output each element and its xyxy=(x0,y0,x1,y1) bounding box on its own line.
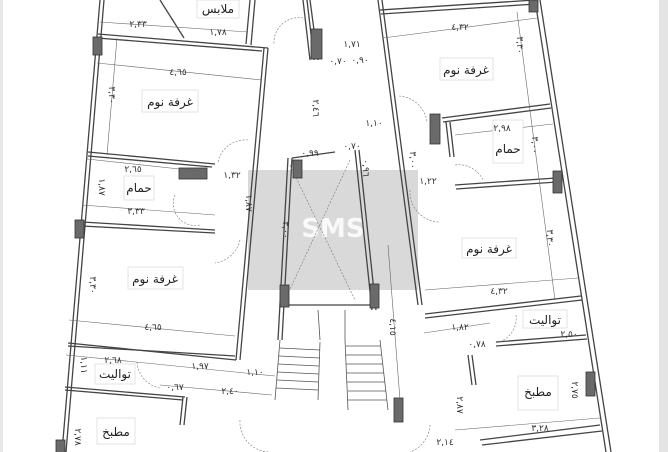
dim-label: ٢,٤٦ xyxy=(310,99,320,117)
dim-label: ١,٨٧ xyxy=(243,194,253,212)
dim-label: ٣,٢٨ xyxy=(531,424,549,434)
dim-label: ٠,٩٩ xyxy=(301,149,319,159)
room-label-kitchen: مطبخ xyxy=(524,385,552,399)
dim-label: ٢,٧٥ xyxy=(569,381,579,399)
left-edge xyxy=(0,0,3,452)
dimension-labels: ٢,٣٣ ١,٧٨ ٤,٦٥ ٣,٣٠ ٢,٦٥ ١,٣٢ ١,٨٧ ١,٨٧ … xyxy=(72,20,579,448)
room-label-toilet: تواليت xyxy=(99,367,131,382)
dim-label: ٢,٦٨ xyxy=(104,356,122,366)
dim-label: ٢,٥٠ xyxy=(560,330,577,340)
dim-label: ٤,١٥ xyxy=(387,318,397,336)
room-label-bathroom: حمام xyxy=(126,181,151,195)
dim-label: ١,٨٧ xyxy=(96,178,106,196)
dim-label: ١,٢٢ xyxy=(419,177,437,187)
dim-label: ٣,٠٠ xyxy=(529,136,539,153)
room-label-dressing: ملابس xyxy=(202,2,234,17)
dim-label: ١,٨٢ xyxy=(451,323,469,333)
dim-label: ٣,٣٠ xyxy=(514,36,524,53)
stairs xyxy=(274,159,389,411)
dim-label: ٤,٣٢ xyxy=(490,287,508,297)
dim-label: ٢,٧٨ xyxy=(72,428,82,446)
room-label-kitchen: مطبخ xyxy=(102,425,130,439)
dim-label: ١,٧٨ xyxy=(209,28,227,38)
dim-label: ٢,٨٧ xyxy=(454,396,464,414)
dim-label: ٠,٧٠ xyxy=(329,57,346,67)
dim-label: ٠,٩٠ xyxy=(351,56,368,66)
dim-label: ١,٧١ xyxy=(343,40,360,50)
dim-label: ٤,٦٥ xyxy=(144,323,162,333)
dim-label: ٢,٤٠ xyxy=(221,387,238,397)
dim-label: ٠,٩٦ xyxy=(360,159,370,177)
room-label-bedroom: غرفة نوم xyxy=(147,95,193,110)
room-label-bedroom: غرفة نوم xyxy=(443,63,489,78)
dim-label: ٠,٧٨ xyxy=(468,340,486,350)
dim-label: ٤,٦٥ xyxy=(169,68,187,78)
dim-label: ٢,٣٣ xyxy=(129,20,147,30)
dim-label: ٣,٠٠ xyxy=(280,221,290,238)
dim-label: ١,١٠ xyxy=(365,119,382,129)
dim-label: ٣,٠٠ xyxy=(407,151,417,168)
dim-label: ٣,٣٠ xyxy=(544,229,554,246)
dim-label: ٢,٦٥ xyxy=(124,165,142,175)
right-edge xyxy=(659,0,668,452)
dim-label: ٢,١٤ xyxy=(436,438,454,448)
room-label-toilet: تواليت xyxy=(529,313,561,328)
dim-label: ٤,٣٢ xyxy=(451,23,469,33)
dim-label: ٣,٣٠ xyxy=(87,276,97,293)
dim-label: ١,٩٧ xyxy=(191,362,209,372)
dimension-lines xyxy=(65,11,601,431)
walls xyxy=(61,0,612,452)
room-label-bathroom: حمام xyxy=(495,142,520,156)
watermark: SMS xyxy=(301,214,364,244)
dim-label: ١,٣٢ xyxy=(223,171,241,181)
dim-label: ١,١٠ xyxy=(246,368,263,378)
room-label-bedroom: غرفة نوم xyxy=(466,242,512,257)
dim-label: ٣,٣٣ xyxy=(127,207,145,217)
room-label-bedroom: غرفة نوم xyxy=(132,272,178,287)
dim-label: ١,١١ xyxy=(78,356,88,373)
dim-label: ٠,٦٧ xyxy=(166,383,184,393)
room-labels: ملابس غرفة نوم حمام غرفة نوم تواليت مطبخ… xyxy=(94,0,568,445)
dim-label: ٣,٣٠ xyxy=(106,86,116,103)
dim-label: ٠,٧٠ xyxy=(343,142,360,152)
dim-label: ٢,٩٨ xyxy=(493,124,511,134)
columns xyxy=(55,0,596,452)
